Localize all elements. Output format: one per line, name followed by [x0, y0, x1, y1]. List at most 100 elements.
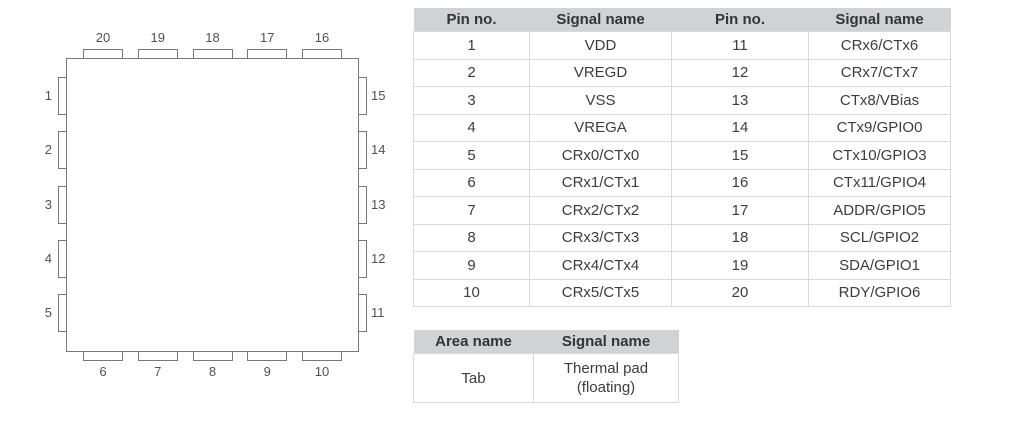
pin-10 — [302, 351, 342, 361]
pin-number-label: 19 — [150, 30, 165, 45]
table-cell: RDY/GPIO6 — [808, 278, 951, 307]
pin-2 — [58, 131, 67, 170]
pin-number-label: 5 — [44, 305, 52, 320]
pin-5 — [58, 294, 67, 332]
pin-number-label: 1 — [44, 88, 52, 103]
table-cell: 17 — [671, 196, 809, 225]
table-cell: CRx6/CTx6 — [808, 31, 951, 60]
pin-8 — [192, 351, 233, 361]
pin-4 — [58, 239, 67, 278]
pin-7 — [137, 351, 178, 361]
pin-13 — [358, 185, 367, 224]
table-cell: 9 — [413, 251, 530, 280]
table-cell: CRx5/CTx5 — [529, 278, 672, 307]
table-cell: 19 — [671, 251, 809, 280]
pin-17 — [247, 49, 288, 59]
pin-12 — [358, 239, 367, 278]
pin-9 — [247, 351, 288, 361]
pin-number-label: 7 — [154, 364, 162, 379]
table-cell: CRx0/CTx0 — [529, 141, 672, 170]
table-cell: Tab — [413, 353, 534, 403]
pin-3 — [58, 185, 67, 224]
column-header: Area name — [413, 330, 534, 354]
table-cell: CTx10/GPIO3 — [808, 141, 951, 170]
table-cell: 14 — [671, 113, 809, 142]
table-cell: 18 — [671, 223, 809, 252]
column-header: Signal name — [529, 8, 672, 32]
pin-number-label: 9 — [263, 364, 271, 379]
table-cell: VSS — [529, 86, 672, 115]
table-cell: 10 — [413, 278, 530, 307]
pin-20 — [83, 49, 123, 59]
pin-number-label: 8 — [208, 364, 217, 379]
pin-1 — [58, 77, 67, 115]
table-cell: 4 — [413, 113, 530, 142]
pin-number-label: 16 — [314, 30, 330, 45]
pin-number-label: 6 — [99, 364, 107, 379]
pin-number-label: 3 — [44, 196, 52, 212]
table-cell: 6 — [413, 168, 530, 197]
pin-number-label: 18 — [205, 30, 220, 45]
pin-14 — [358, 131, 367, 170]
table-cell: 8 — [413, 223, 530, 252]
table-cell: CTx8/VBias — [808, 86, 951, 115]
table-cell: SDA/GPIO1 — [808, 251, 951, 280]
table-cell: 16 — [671, 168, 809, 197]
table-cell: CTx11/GPIO4 — [808, 168, 951, 197]
table-cell: CRx4/CTx4 — [529, 251, 672, 280]
table-cell: CRx3/CTx3 — [529, 223, 672, 252]
table-cell: 2 — [413, 58, 530, 87]
pin-11 — [358, 294, 367, 332]
chip-body — [66, 58, 359, 352]
table-cell: Thermal pad (floating) — [533, 353, 679, 403]
table-cell: CRx1/CTx1 — [529, 168, 672, 197]
table-cell: 13 — [671, 86, 809, 115]
table-cell: 3 — [413, 86, 530, 115]
pin-number-label: 10 — [314, 364, 330, 379]
pin-number-label: 13 — [371, 196, 386, 212]
pin-number-label: 14 — [371, 142, 386, 158]
pin-number-label: 15 — [371, 88, 386, 103]
table-cell: 20 — [671, 278, 809, 307]
table-cell: 5 — [413, 141, 530, 170]
column-header: Pin no. — [671, 8, 809, 32]
table-cell: 7 — [413, 196, 530, 225]
column-header: Signal name — [808, 8, 951, 32]
table-cell: VDD — [529, 31, 672, 60]
table-cell: CTx9/GPIO0 — [808, 113, 951, 142]
table-cell: 1 — [413, 31, 530, 60]
pin-18 — [192, 49, 233, 59]
table-cell: 15 — [671, 141, 809, 170]
table-cell: 11 — [671, 31, 809, 60]
column-header: Pin no. — [413, 8, 530, 32]
pin-number-label: 2 — [44, 142, 52, 158]
table-cell: VREGA — [529, 113, 672, 142]
pin-number-label: 20 — [95, 30, 111, 45]
table-cell: ADDR/GPIO5 — [808, 196, 951, 225]
pin-number-label: 12 — [371, 250, 386, 266]
column-header: Signal name — [533, 330, 679, 354]
pin-6 — [83, 351, 123, 361]
table-cell: CRx7/CTx7 — [808, 58, 951, 87]
pin-number-label: 11 — [371, 305, 385, 320]
pin-15 — [358, 77, 367, 115]
pin-number-label: 4 — [44, 250, 52, 266]
pin-16 — [302, 49, 342, 59]
